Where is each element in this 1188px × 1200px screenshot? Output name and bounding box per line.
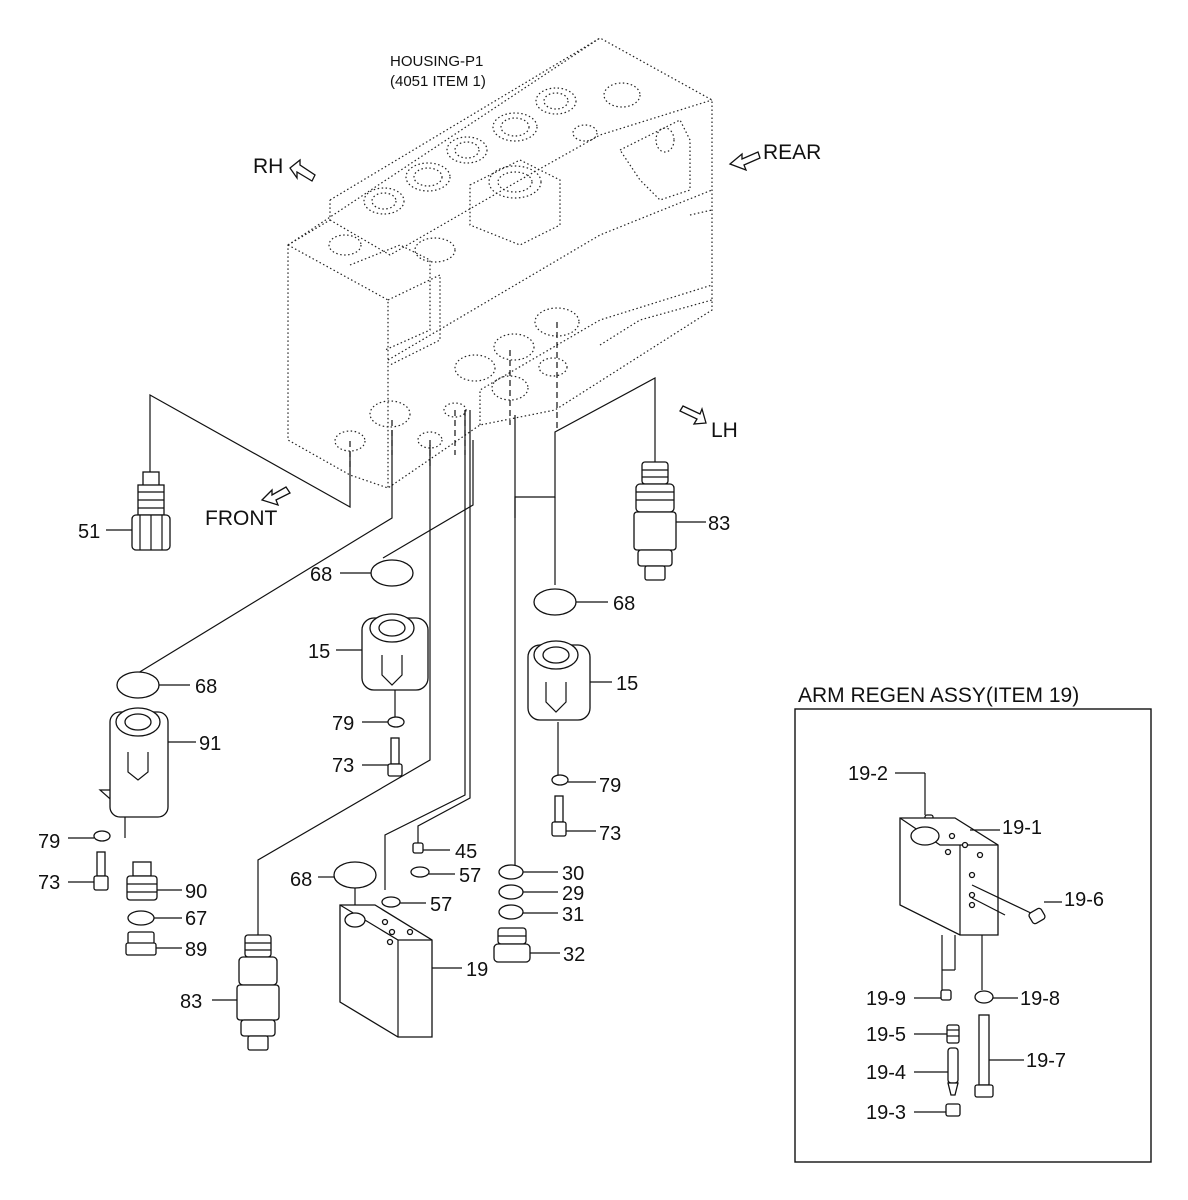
part-79-washer-a — [387, 716, 405, 728]
inset-label-19-4: 19-4 — [866, 1062, 906, 1084]
inset-label-19-5: 19-5 — [866, 1024, 906, 1046]
callout-83-upper: 83 — [708, 513, 730, 535]
arrow-icon — [728, 151, 761, 172]
part-79-washer-c — [93, 830, 111, 842]
part-15-block-b — [527, 640, 591, 721]
direction-rh-label: RH — [253, 155, 283, 178]
inset-label-19-9: 19-9 — [866, 988, 906, 1010]
callout-29: 29 — [562, 883, 584, 905]
part-90-plug — [126, 861, 158, 901]
callout-15-b: 15 — [616, 673, 638, 695]
part-51-valve — [131, 471, 171, 551]
part-73-bolt-c — [93, 851, 109, 891]
inset-label-19-1: 19-1 — [1002, 817, 1042, 839]
callout-31: 31 — [562, 904, 584, 926]
inset-label-19-2: 19-2 — [848, 763, 888, 785]
callout-91: 91 — [199, 733, 221, 755]
callout-45: 45 — [455, 841, 477, 863]
callout-68-c: 68 — [195, 676, 217, 698]
part-57-oring-a — [410, 866, 430, 878]
part-29-ring — [498, 884, 524, 900]
callout-68-b: 68 — [613, 593, 635, 615]
callout-79-c: 79 — [38, 831, 60, 853]
callout-leaders — [68, 521, 706, 1001]
callout-73-c: 73 — [38, 872, 60, 894]
inset-label-19-7: 19-7 — [1026, 1050, 1066, 1072]
inset-label-19-3: 19-3 — [866, 1102, 906, 1124]
callout-15-a: 15 — [308, 641, 330, 663]
housing-title: HOUSING-P1 — [390, 53, 483, 70]
inset-title: ARM REGEN ASSY(ITEM 19) — [798, 684, 1079, 707]
part-30-oring — [498, 864, 524, 880]
callout-79-b: 79 — [599, 775, 621, 797]
housing-p1 — [287, 37, 713, 489]
callout-73-b: 73 — [599, 823, 621, 845]
part-19-4-spool — [947, 1047, 959, 1096]
part-68-oring-d — [333, 861, 377, 889]
part-73-bolt-a — [387, 737, 403, 777]
direction-lh: LH — [679, 405, 738, 442]
callout-51: 51 — [78, 521, 100, 543]
part-67-oring — [127, 910, 155, 926]
arrow-icon — [260, 486, 291, 507]
part-45-plug — [412, 842, 424, 854]
part-79-washer-b — [551, 774, 569, 786]
arrow-icon — [679, 405, 707, 425]
part-32-plug — [493, 927, 531, 963]
part-91-block — [109, 707, 169, 818]
callout-67: 67 — [185, 908, 207, 930]
callout-57-a: 57 — [459, 865, 481, 887]
part-19-9-plug — [940, 989, 952, 1001]
callout-30: 30 — [562, 863, 584, 885]
part-68-oring-c — [116, 671, 160, 699]
direction-front: FRONT — [205, 486, 291, 530]
part-68-oring-a — [370, 559, 414, 587]
arrow-icon — [289, 158, 316, 182]
callout-32: 32 — [563, 944, 585, 966]
inset-label-19-6: 19-6 — [1064, 889, 1104, 911]
part-19-3-plug — [945, 1103, 961, 1117]
part-57-oring-b — [381, 896, 401, 908]
inset-frame — [794, 708, 1152, 1163]
callout-83-lower: 83 — [180, 991, 202, 1013]
leader-lines — [98, 322, 656, 935]
inset-arm-regen-assy: ARM REGEN ASSY(ITEM 19) — [794, 684, 1152, 1163]
part-15-block-a — [361, 613, 429, 691]
direction-lh-label: LH — [711, 419, 738, 442]
part-19-8-washer — [974, 990, 994, 1004]
inset-label-19-8: 19-8 — [1020, 988, 1060, 1010]
callout-90: 90 — [185, 881, 207, 903]
part-68-oring-b — [533, 588, 577, 616]
part-19-6-plug — [1028, 907, 1046, 925]
callout-19: 19 — [466, 959, 488, 981]
part-19-5-spring — [946, 1024, 960, 1044]
housing-item-ref: (4051 ITEM 1) — [390, 73, 486, 90]
direction-rear-label: REAR — [763, 141, 821, 164]
part-19-7-bolt — [974, 1014, 994, 1098]
part-83-relief-valve-lower — [236, 934, 280, 1051]
part-31-oring — [498, 904, 524, 920]
callout-89: 89 — [185, 939, 207, 961]
callout-68-a: 68 — [310, 564, 332, 586]
callout-73-a: 73 — [332, 755, 354, 777]
callout-79-a: 79 — [332, 713, 354, 735]
callout-68-d: 68 — [290, 869, 312, 891]
direction-rear: REAR — [728, 141, 821, 172]
part-19-arm-regen-block — [339, 904, 433, 1038]
direction-rh: RH — [253, 155, 316, 182]
callout-57-b: 57 — [430, 894, 452, 916]
part-73-bolt-b — [551, 795, 567, 837]
part-83-relief-valve-upper — [633, 461, 677, 581]
part-89-plug — [125, 931, 157, 956]
direction-front-label: FRONT — [205, 507, 277, 530]
